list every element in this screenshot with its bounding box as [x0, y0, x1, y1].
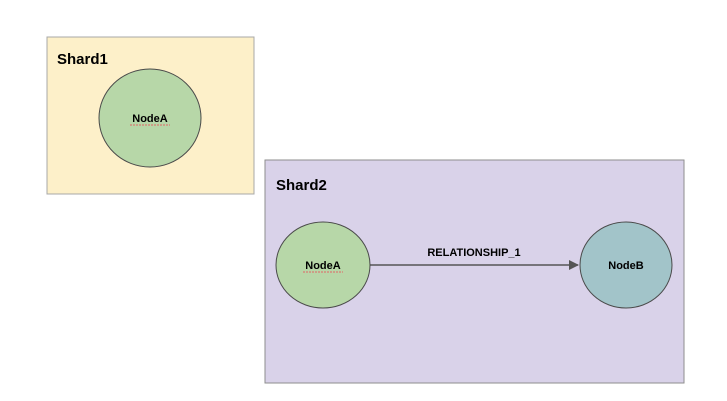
shard2-node-a[interactable]: NodeA — [275, 221, 371, 309]
shard1-node-a[interactable]: NodeA — [98, 68, 202, 168]
shard2-node-b-label: NodeB — [608, 260, 644, 272]
shard1-node-a-circle — [98, 68, 202, 168]
shard2-node-a-circle — [275, 221, 371, 309]
shard1-label: Shard1 — [57, 51, 108, 68]
shard2-node-a-label: NodeA — [305, 260, 341, 272]
edge-relationship-1[interactable]: RELATIONSHIP_1 — [370, 247, 579, 270]
shard1-node-a-label: NodeA — [132, 113, 168, 125]
shard2-label: Shard2 — [276, 177, 327, 194]
shard2-node-b[interactable]: NodeB — [579, 221, 673, 309]
shard2-node-b-circle — [579, 221, 673, 309]
edge-relationship-1-label: RELATIONSHIP_1 — [427, 247, 520, 259]
